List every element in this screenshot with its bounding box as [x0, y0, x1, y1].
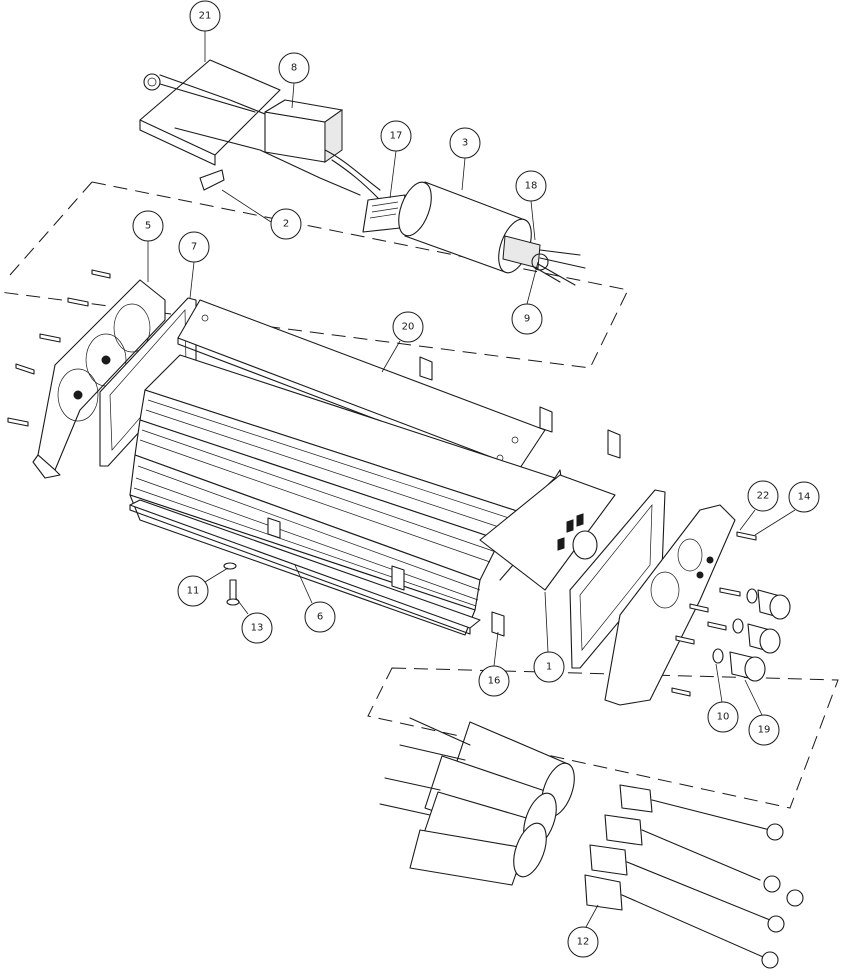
o-rings [712, 588, 758, 664]
spring-clips [267, 356, 621, 637]
svg-text:21: 21 [199, 11, 212, 22]
base-washer [223, 562, 237, 570]
svg-text:13: 13 [251, 623, 264, 634]
callout-5: 5 [132, 210, 164, 282]
capacitor-connectors [584, 784, 804, 969]
svg-text:7: 7 [191, 242, 197, 253]
callout-11: 11 [177, 567, 229, 607]
callout-2: 2 [221, 189, 302, 240]
svg-text:16: 16 [488, 676, 501, 687]
svg-text:2: 2 [283, 219, 289, 230]
callout-1: 1 [533, 591, 565, 683]
dashed-group-bottom [367, 667, 839, 809]
svg-text:10: 10 [717, 712, 730, 723]
svg-text:18: 18 [525, 181, 538, 192]
dashed-group-top [0, 181, 629, 369]
capacitor-cylinder [398, 181, 586, 286]
base-screw [226, 579, 240, 606]
capacitor-group [379, 717, 575, 886]
svg-text:12: 12 [577, 937, 590, 948]
svg-text:8: 8 [291, 63, 297, 74]
svg-text:5: 5 [145, 221, 151, 232]
svg-text:6: 6 [317, 612, 323, 623]
right-end-cap [604, 504, 736, 706]
callout-20: 20 [381, 311, 424, 373]
callout-6: 6 [294, 564, 336, 633]
svg-text:11: 11 [187, 586, 200, 597]
callout-14: 14 [754, 481, 820, 536]
callout-18: 18 [515, 170, 547, 241]
svg-text:19: 19 [758, 725, 771, 736]
svg-text:17: 17 [390, 131, 403, 142]
callout-13: 13 [235, 597, 273, 644]
svg-text:9: 9 [524, 314, 530, 325]
base-flange [129, 499, 481, 635]
terminal-strip [362, 194, 406, 233]
svg-text:14: 14 [798, 492, 811, 503]
transformer-block [264, 99, 381, 199]
callout-8: 8 [278, 52, 310, 109]
svg-text:22: 22 [757, 491, 770, 502]
svg-text:20: 20 [402, 322, 415, 333]
right-end-cap-screws [671, 531, 757, 697]
callout-10: 10 [707, 663, 739, 733]
callout-9: 9 [511, 261, 543, 335]
callout-21: 21 [189, 0, 221, 62]
callout-7: 7 [178, 231, 210, 299]
callout-19: 19 [744, 679, 780, 746]
callout-22: 22 [739, 480, 779, 531]
internal-component-plate [479, 474, 616, 591]
svg-text:1: 1 [546, 662, 552, 673]
callout-17: 17 [380, 120, 412, 199]
callout-3: 3 [449, 127, 481, 191]
left-end-cap-fan [32, 279, 166, 479]
left-end-cap-screws [7, 269, 111, 427]
callout-12: 12 [567, 904, 599, 958]
svg-text:3: 3 [462, 138, 468, 149]
cable-glands [729, 589, 791, 682]
callout-16: 16 [478, 631, 510, 697]
